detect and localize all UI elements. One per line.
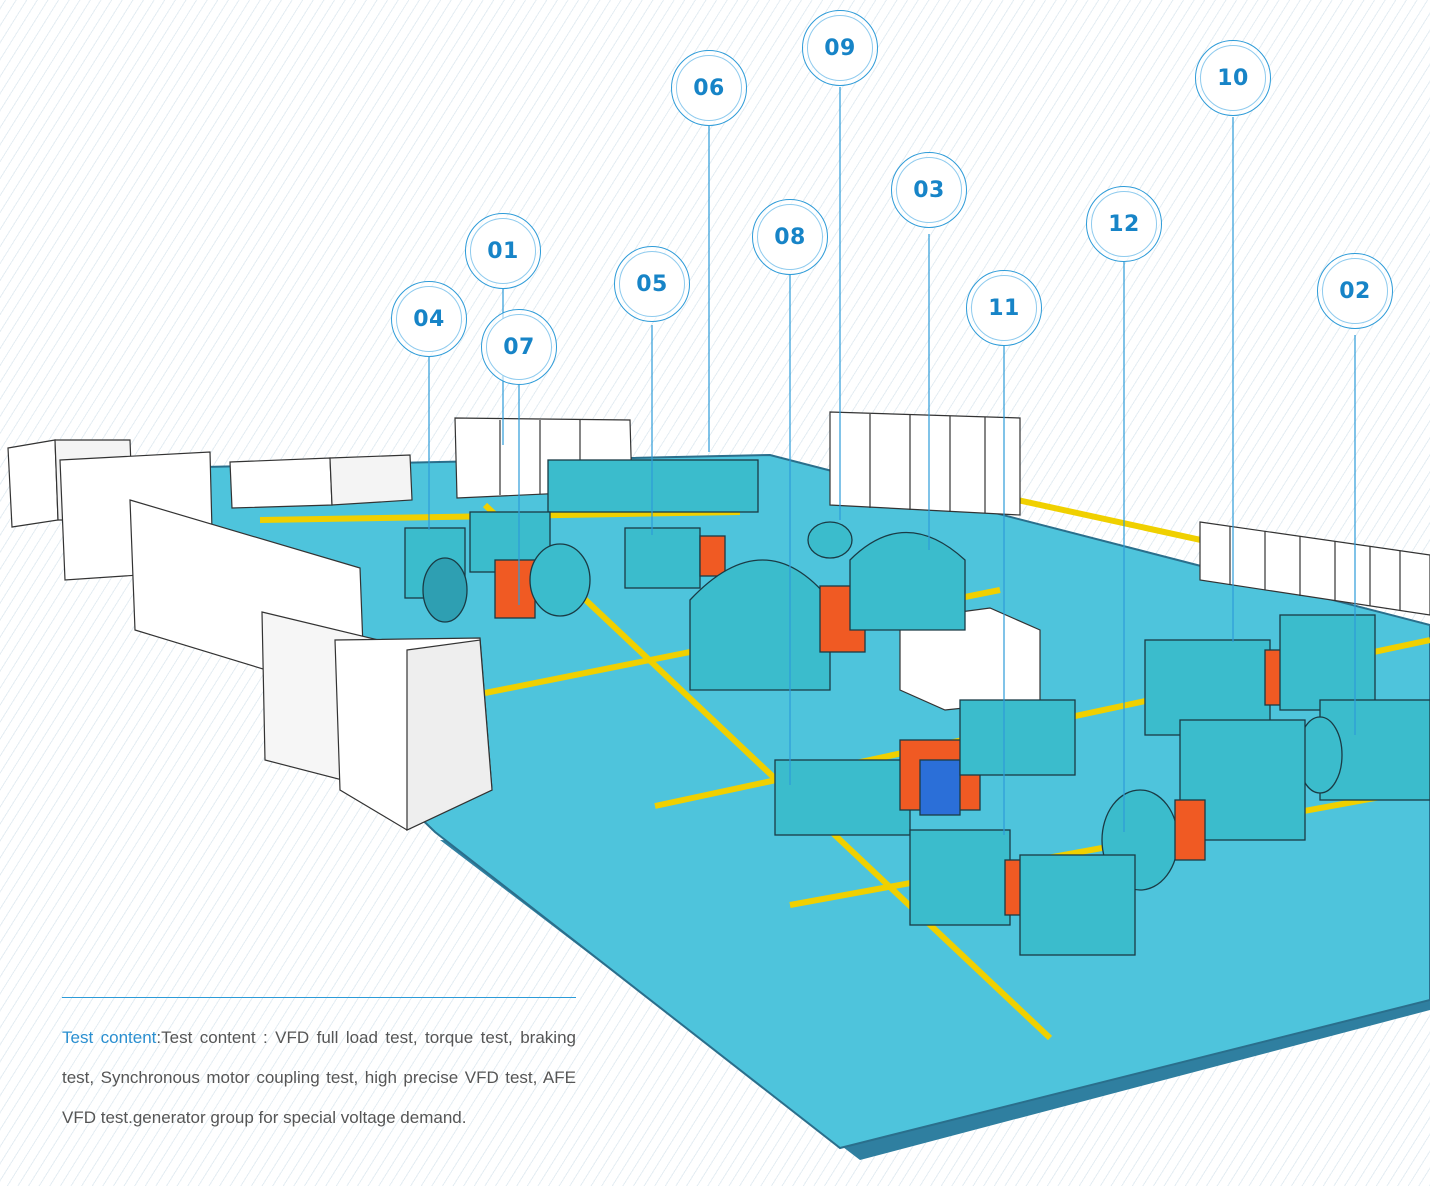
callout-07-label: 07 [503, 334, 535, 360]
callout-10-label: 10 [1217, 65, 1249, 91]
callout-03[interactable]: 03 [891, 152, 967, 228]
callout-05-label: 05 [636, 271, 668, 297]
callout-03-label: 03 [913, 177, 945, 203]
callout-leaders [428, 87, 1356, 835]
callout-09[interactable]: 09 [802, 10, 878, 86]
left-cabinet-rows [7, 439, 493, 831]
test-floor [57, 453, 1430, 1160]
caption-separator: : [156, 1028, 162, 1047]
callout-11[interactable]: 11 [966, 270, 1042, 346]
callout-01-label: 01 [487, 238, 519, 264]
callout-04[interactable]: 04 [391, 281, 467, 357]
rear-cabinet-banks [454, 411, 1430, 711]
callout-08-label: 08 [774, 224, 806, 250]
caption-text: Test content : VFD full load test, torqu… [62, 1028, 576, 1127]
callout-01[interactable]: 01 [465, 213, 541, 289]
callout-04-label: 04 [413, 306, 445, 332]
caption-label: Test content [62, 1028, 157, 1047]
test-content-caption: Test content:Test content : VFD full loa… [62, 997, 576, 1138]
callout-12[interactable]: 12 [1086, 186, 1162, 262]
callout-05[interactable]: 05 [614, 246, 690, 322]
machines [404, 459, 1430, 956]
callout-12-label: 12 [1108, 211, 1140, 237]
callout-11-label: 11 [988, 295, 1020, 321]
callout-10[interactable]: 10 [1195, 40, 1271, 116]
callout-07[interactable]: 07 [481, 309, 557, 385]
callout-06[interactable]: 06 [671, 50, 747, 126]
callout-06-label: 06 [693, 75, 725, 101]
callout-08[interactable]: 08 [752, 199, 828, 275]
callout-02-label: 02 [1339, 278, 1371, 304]
callout-02[interactable]: 02 [1317, 253, 1393, 329]
callout-09-label: 09 [824, 35, 856, 61]
